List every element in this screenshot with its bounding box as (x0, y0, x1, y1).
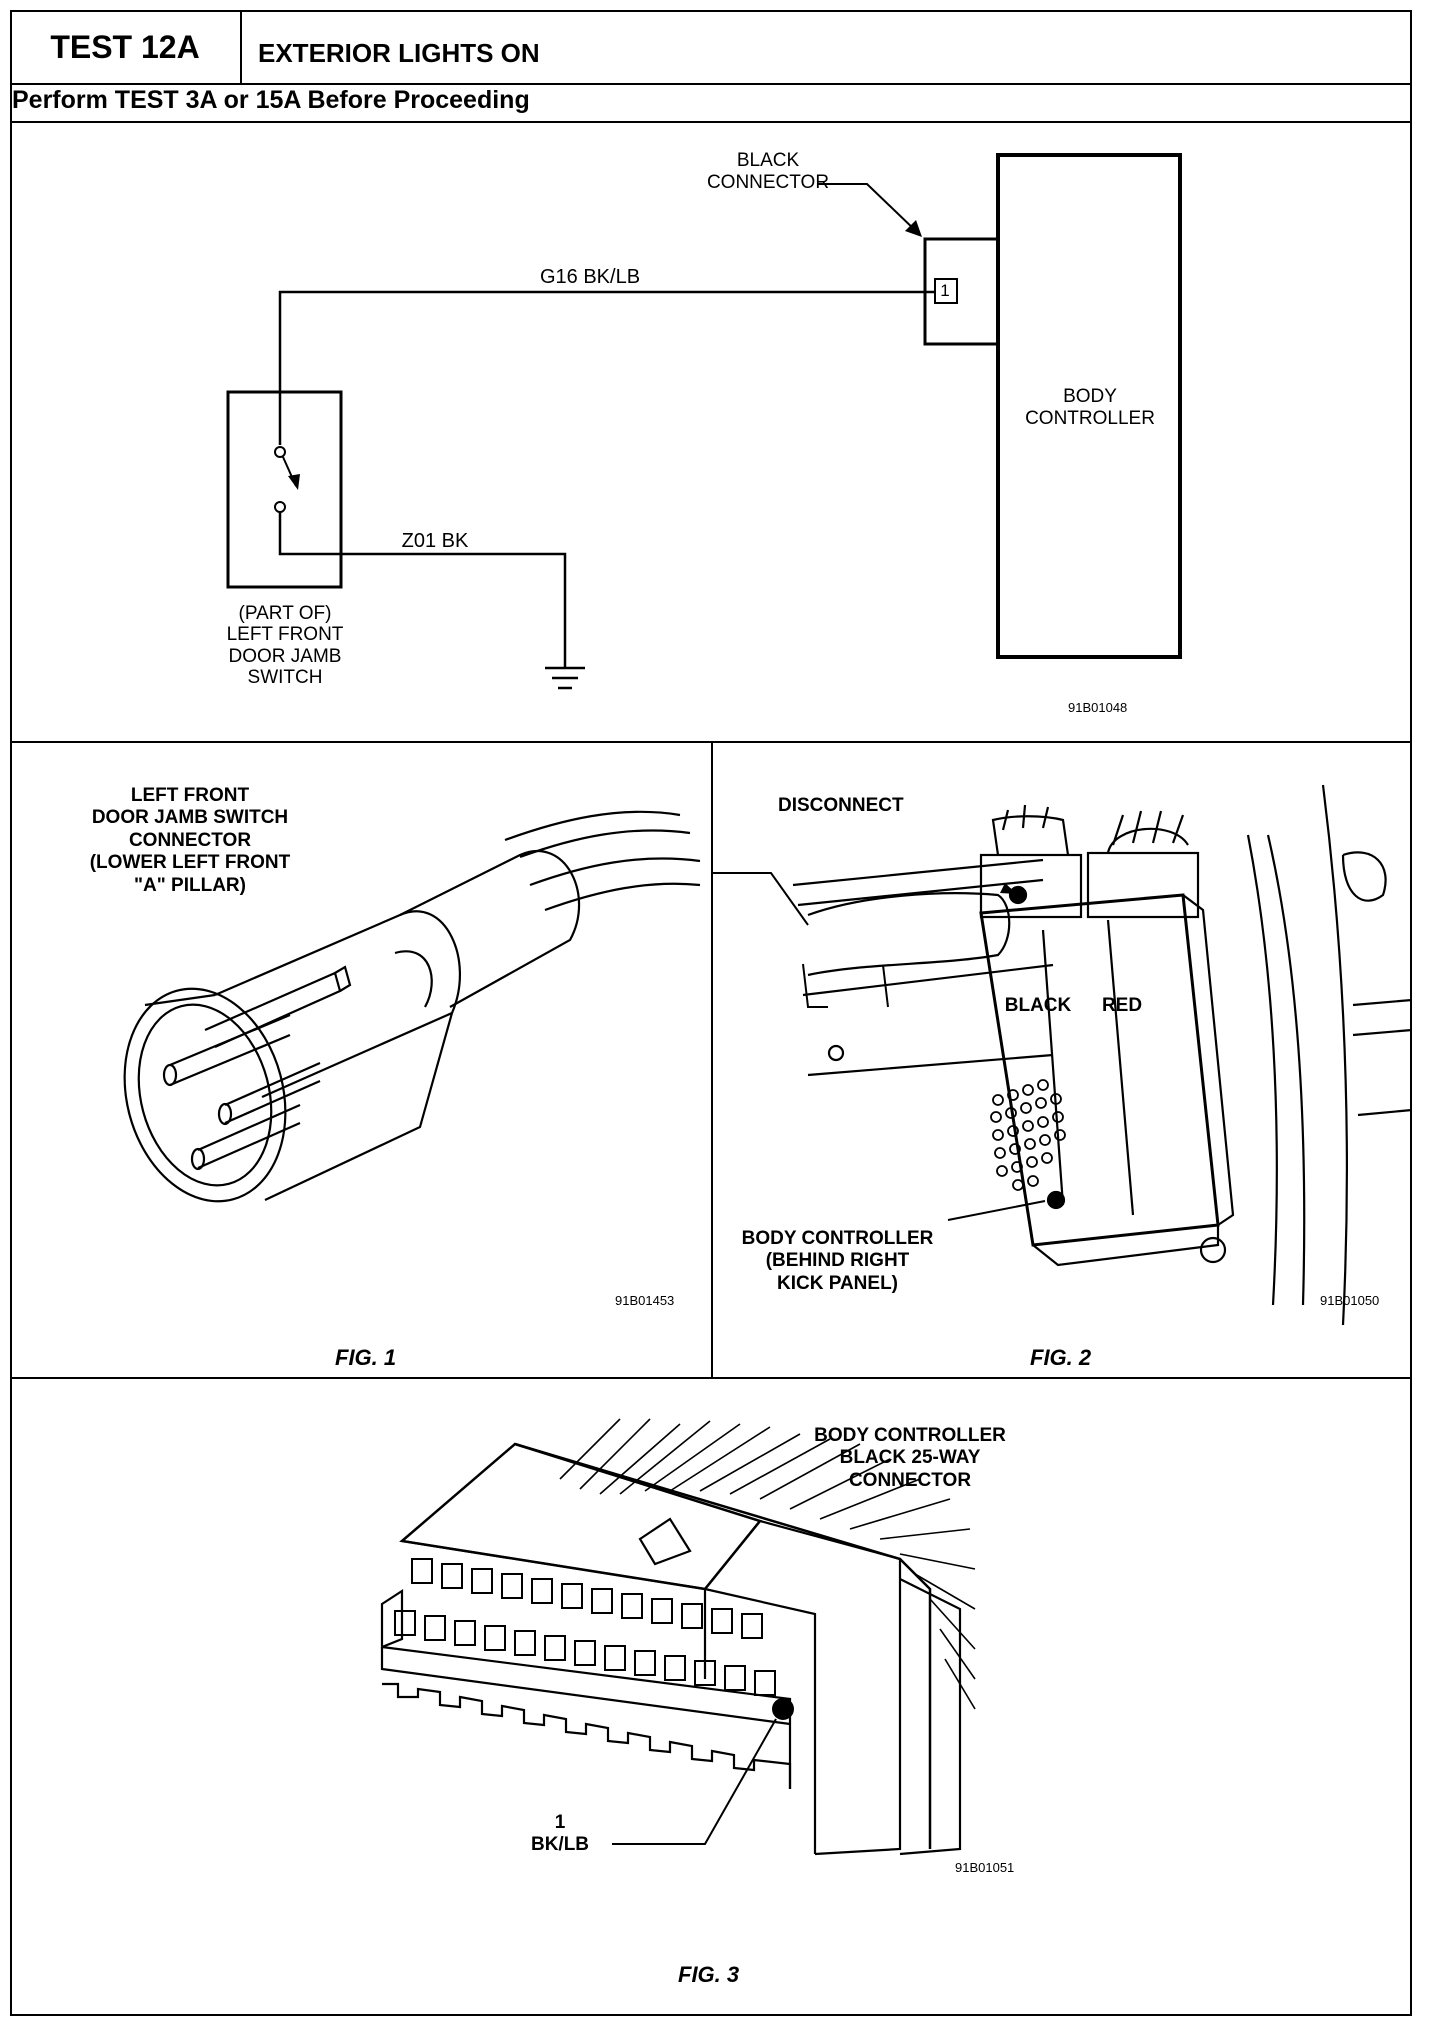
fig3-pin-label: 1 BK/LB (530, 1812, 590, 1856)
fig3-part-number: 91B01051 (955, 1860, 1015, 1875)
fig1-connector-illustration (123, 810, 701, 1203)
prerequisite-text: Perform TEST 3A or 15A Before Proceeding (12, 86, 530, 114)
wire-z01 (278, 512, 567, 668)
fig1-caption: FIG. 1 (335, 1345, 397, 1370)
door-jamb-switch-box (226, 390, 343, 589)
fig3-label: BODY CONTROLLER BLACK 25-WAY CONNECTOR (814, 1425, 1006, 1491)
fig2-body-controller-illustration (713, 784, 1412, 1326)
fig3-caption: FIG. 3 (678, 1962, 740, 1987)
prerequisite-row (10, 85, 1412, 123)
schematic-part-number: 91B01048 (1068, 700, 1128, 715)
fig2-black-label: BLACK (1004, 995, 1072, 1016)
schematic-diagram (226, 153, 1182, 690)
door-jamb-switch-label: (PART OF) LEFT FRONT DOOR JAMB SWITCH (226, 603, 344, 688)
section-divider-middle (711, 741, 713, 1379)
fig3-25way-connector-illustration (380, 1418, 976, 1856)
fig2-caption: FIG. 2 (1030, 1345, 1092, 1370)
header-row (10, 10, 1412, 85)
wire-g16-label: G16 BK/LB (539, 266, 641, 288)
body-controller-label: BODY CONTROLLER (1025, 386, 1155, 430)
connector-pin-number: 1 (940, 281, 950, 300)
black-connector-label: BLACK CONNECTOR (706, 150, 830, 194)
test-title: EXTERIOR LIGHTS ON (258, 38, 540, 68)
wire-z01-label: Z01 BK (401, 530, 469, 552)
fig2-disconnect-label: DISCONNECT (778, 795, 904, 816)
body-controller-box (996, 153, 1182, 659)
page-frame (10, 10, 1412, 2016)
test-id: TEST 12A (10, 10, 242, 85)
fig2-part-number: 91B01050 (1320, 1293, 1380, 1308)
wire-g16 (278, 290, 935, 405)
fig2-body-controller-label: BODY CONTROLLER (BEHIND RIGHT KICK PANEL… (741, 1228, 934, 1294)
fig1-part-number: 91B01453 (615, 1293, 675, 1308)
fig2-red-label: RED (1101, 995, 1143, 1016)
section-divider-bottom (10, 1377, 1412, 1379)
fig1-label: LEFT FRONT DOOR JAMB SWITCH CONNECTOR (L… (89, 785, 291, 896)
